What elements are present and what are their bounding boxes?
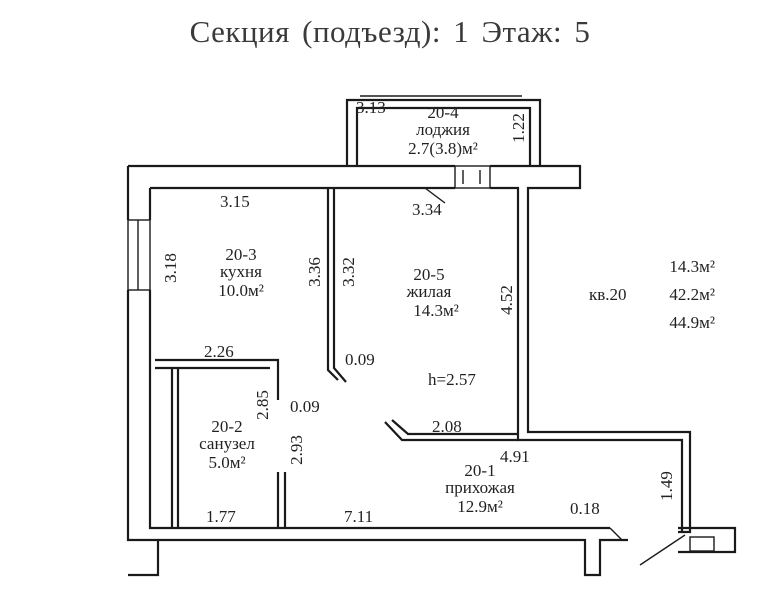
room-name: жилая	[406, 282, 452, 301]
ceiling-height: h=2.57	[428, 370, 476, 389]
dim-3-32: 3.32	[339, 257, 358, 287]
room-area: 12.9м²	[457, 497, 503, 516]
loggia-walls	[345, 95, 542, 166]
room-id: 20-3	[225, 245, 256, 264]
room-name: кухня	[220, 262, 262, 281]
room-id: 20-1	[464, 461, 495, 480]
room-id: 20-5	[413, 265, 444, 284]
total-area-with-loggia: 44.9м²	[669, 313, 715, 332]
room-area: 10.0м²	[218, 281, 264, 300]
dim-1-49: 1.49	[657, 471, 676, 501]
room-kitchen: 20-3 кухня 10.0м²	[218, 245, 264, 300]
dim-7-11: 7.11	[344, 507, 373, 526]
room-name: санузел	[199, 434, 255, 453]
room-area: 5.0м²	[208, 453, 245, 472]
room-name: лоджия	[416, 120, 470, 139]
dim-3-18: 3.18	[161, 253, 180, 283]
dim-4-52: 4.52	[497, 285, 516, 315]
total-area: 42.2м²	[669, 285, 715, 304]
interior-walls	[155, 188, 518, 528]
dim-2-93: 2.93	[287, 435, 306, 465]
dim-0-09-a: 0.09	[345, 350, 375, 369]
dim-1-22: 1.22	[509, 113, 528, 143]
dim-4-91: 4.91	[500, 447, 530, 466]
dim-2-26: 2.26	[204, 342, 234, 361]
dim-2-08: 2.08	[432, 417, 462, 436]
room-id: 20-2	[211, 417, 242, 436]
living-area: 14.3м²	[669, 257, 715, 276]
page-title: Секция (подъезд): 1 Этаж: 5	[189, 14, 591, 49]
room-id: 20-4	[427, 103, 459, 122]
dim-1-77: 1.77	[206, 507, 236, 526]
dim-0-09-b: 0.09	[290, 397, 320, 416]
room-area: 14.3м²	[413, 301, 459, 320]
room-living: 20-5 жилая 14.3м²	[406, 265, 459, 320]
room-bathroom: 20-2 санузел 5.0м²	[199, 417, 255, 472]
apartment-label: кв.20	[589, 285, 627, 304]
dim-3-13: 3.13	[356, 98, 386, 117]
room-hallway: 20-1 прихожая 12.9м²	[445, 461, 515, 516]
outer-walls	[126, 164, 737, 577]
room-loggia: 20-4 лоджия 2.7(3.8)м²	[408, 103, 478, 158]
dim-3-36: 3.36	[305, 257, 324, 287]
dim-3-34: 3.34	[412, 200, 442, 219]
room-area: 2.7(3.8)м²	[408, 139, 478, 158]
room-name: прихожая	[445, 478, 515, 497]
dim-3-15: 3.15	[220, 192, 250, 211]
area-summary: 14.3м² кв.20 42.2м² 44.9м²	[589, 257, 715, 332]
dim-0-18: 0.18	[570, 499, 600, 518]
dim-2-85: 2.85	[253, 390, 272, 420]
